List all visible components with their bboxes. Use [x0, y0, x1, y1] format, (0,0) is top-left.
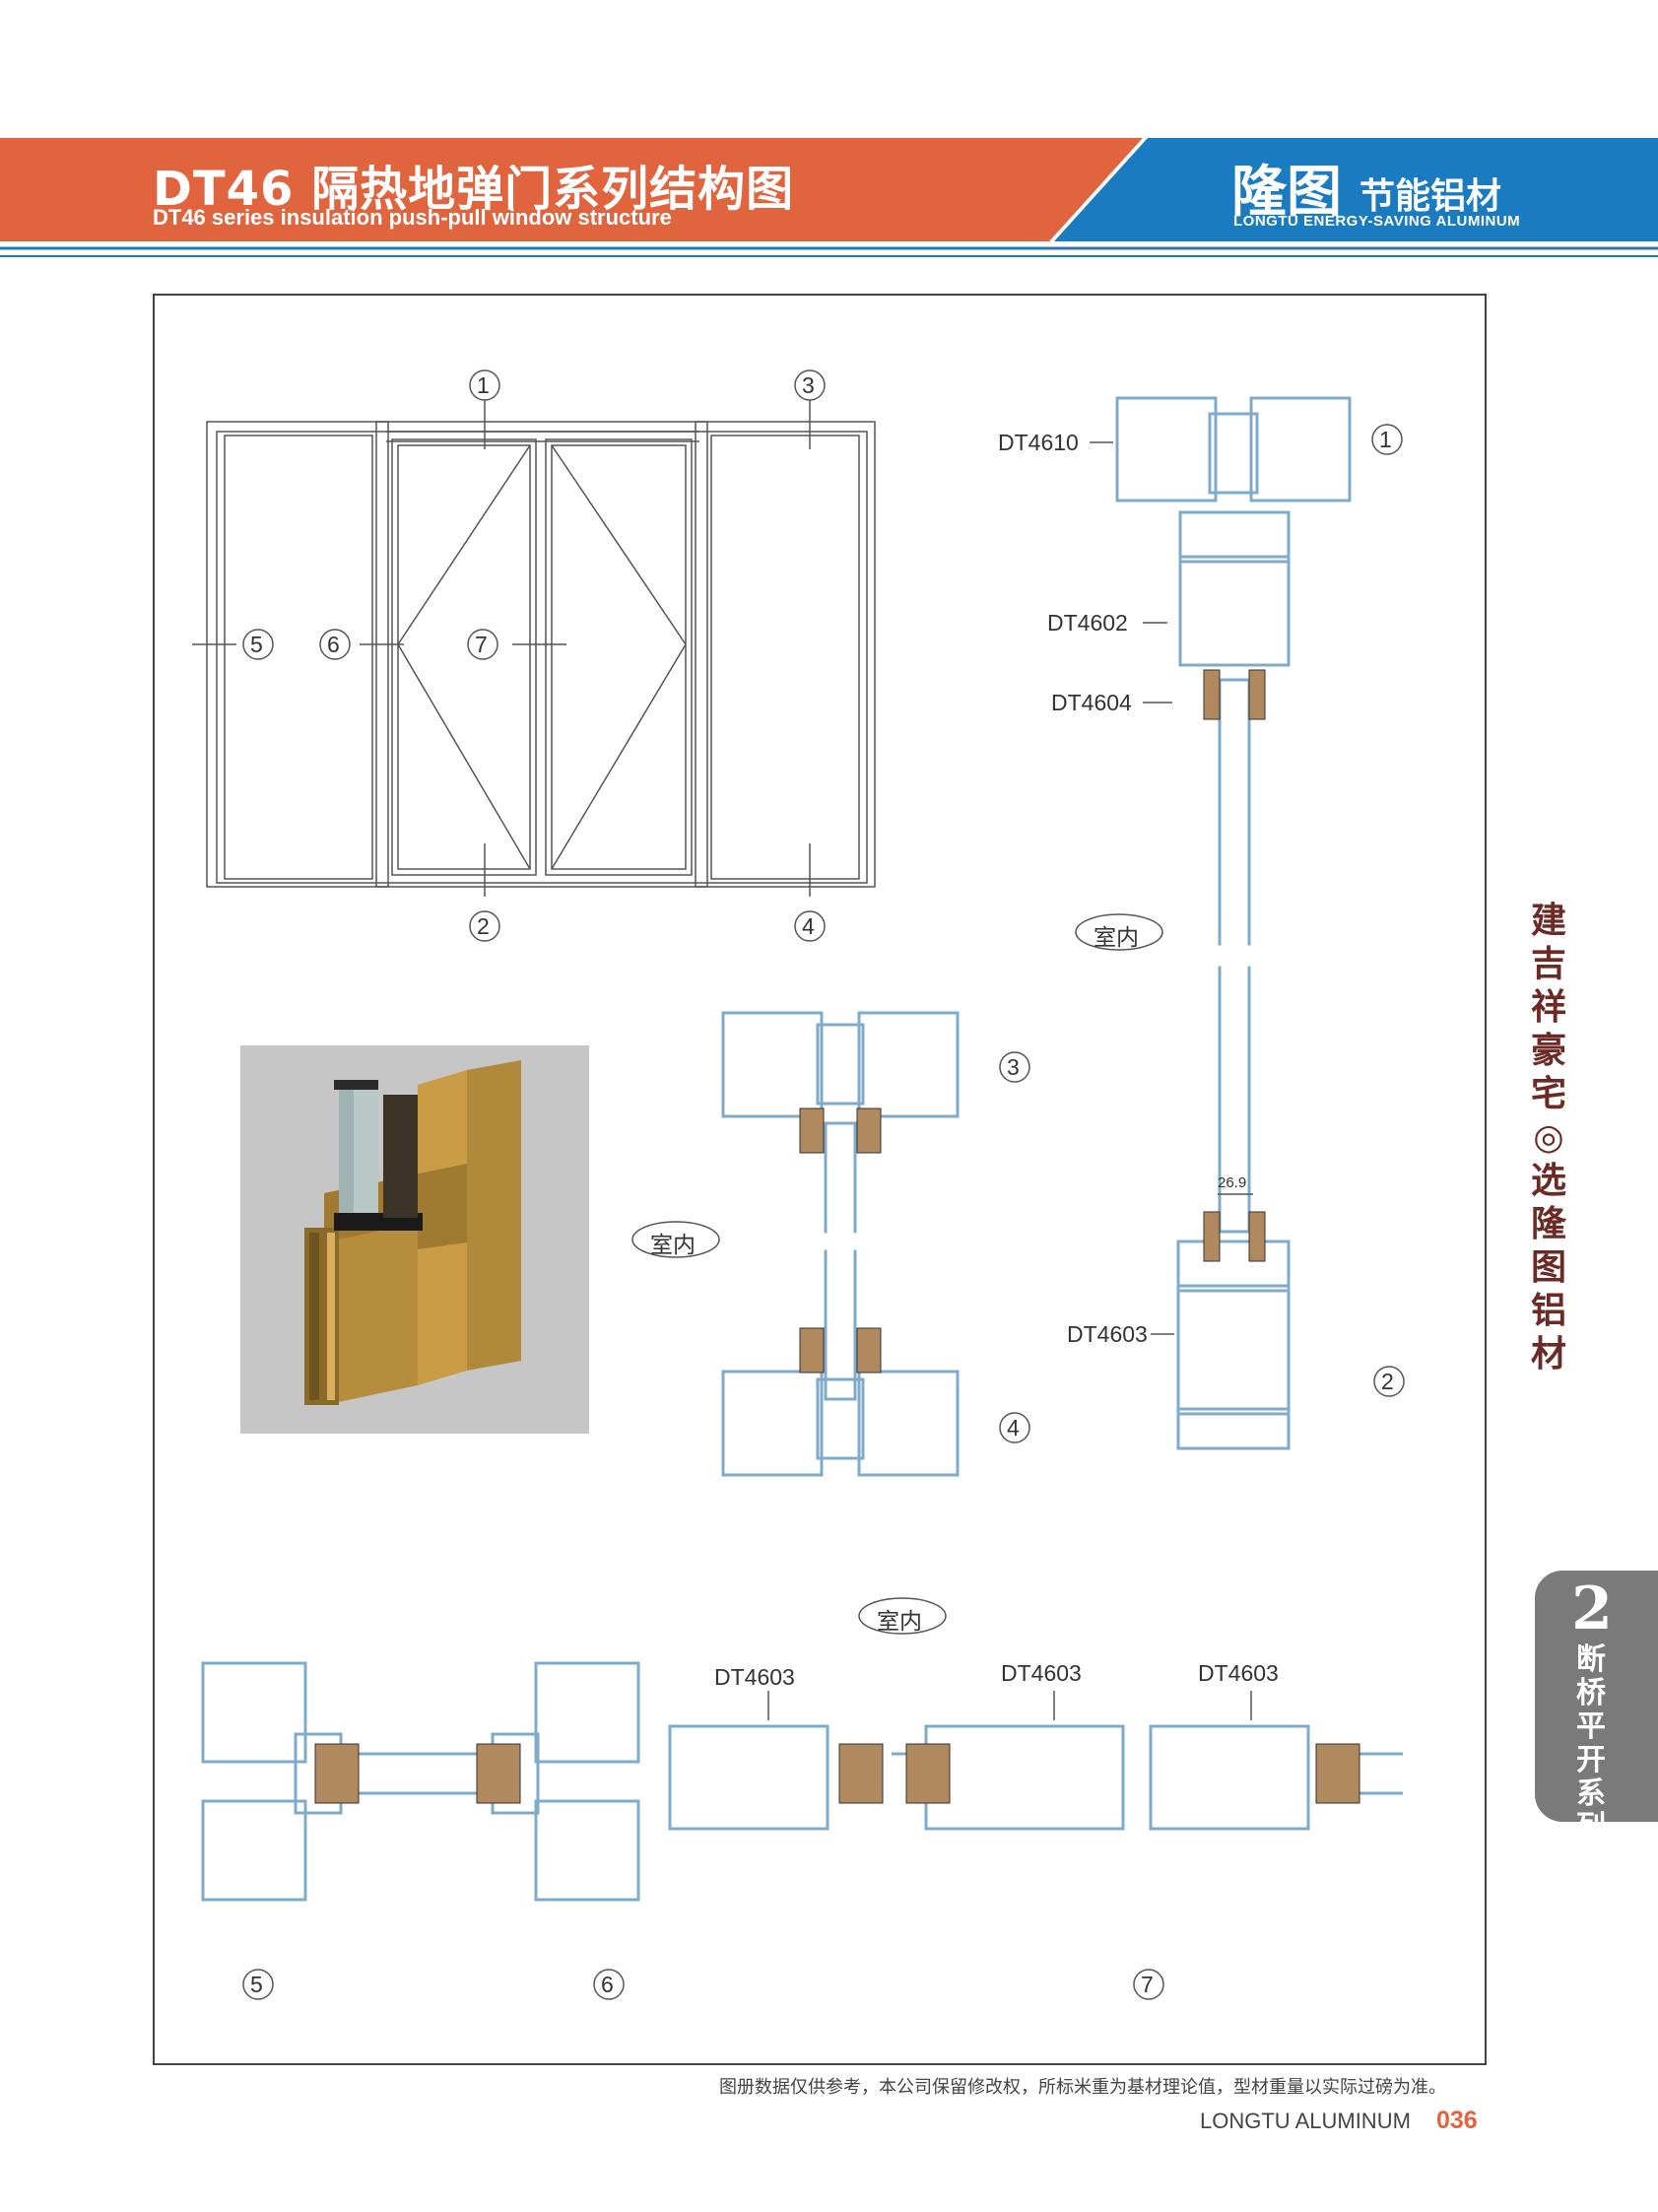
marker-2-section: 2	[1381, 1369, 1394, 1394]
drawing-frame	[153, 294, 1487, 2065]
mid-section	[721, 1011, 960, 1477]
vertical-section-leaders	[1090, 441, 1253, 1335]
profile-label-dt4603-vertical: DT4603	[1067, 1321, 1148, 1347]
profile-label-dt4610: DT4610	[998, 430, 1079, 455]
profile-label-dt4603-c: DT4603	[1198, 1660, 1279, 1686]
marker-4-section: 4	[1007, 1415, 1020, 1441]
profile-label-dt4603-b: DT4603	[1001, 1660, 1082, 1686]
footer-brand: LONGTU ALUMINUM	[1200, 2109, 1411, 2133]
profile-label-dt4603-a: DT4603	[714, 1664, 795, 1690]
dimension-label: 26.9	[1218, 1174, 1247, 1191]
marker-3-top: 3	[802, 372, 815, 398]
marker-4-bottom: 4	[802, 913, 815, 939]
brand-tagline: 节能铝材	[1360, 176, 1502, 217]
marker-6: 6	[327, 632, 340, 657]
elevation-markers	[242, 369, 826, 942]
section-tab-text: 断桥平开系列	[1576, 1642, 1606, 1844]
page-subtitle: DT46 series insulation push-pull window …	[153, 205, 672, 230]
door-elevation	[192, 400, 876, 897]
room-label-horizontal: 室内	[877, 1609, 922, 1635]
profile-render-image	[240, 1045, 589, 1434]
room-label-mid: 室内	[650, 1233, 696, 1258]
horizontal-section-leaders	[767, 1691, 1252, 1720]
brand-logo-text: 隆图	[1231, 160, 1342, 225]
section-tab-number: 2	[1571, 1575, 1613, 1643]
vertical-section-gaskets	[1203, 669, 1266, 1262]
room-label-vertical: 室内	[1094, 925, 1139, 951]
header-band	[0, 138, 1658, 257]
marker-5: 5	[250, 632, 263, 657]
profile-photo	[240, 1045, 589, 1434]
marker-1-section: 1	[1379, 427, 1392, 452]
horizontal-section-markers	[242, 1597, 1164, 2000]
horizontal-section-gaskets	[314, 1743, 1360, 1804]
marker-6-section: 6	[601, 1972, 614, 1997]
mid-section-markers	[631, 1051, 1030, 1443]
horizontal-section	[201, 1661, 1403, 1902]
marker-5-section: 5	[250, 1972, 263, 1997]
marker-7: 7	[475, 632, 488, 657]
profile-label-dt4602: DT4602	[1047, 610, 1128, 636]
marker-7-section: 7	[1141, 1972, 1154, 1997]
mid-section-gaskets	[799, 1107, 882, 1374]
section-tab	[1535, 1571, 1658, 1822]
page-title: DT46 隔热地弹门系列结构图	[153, 162, 795, 217]
brand-english: LONGTU ENERGY-SAVING ALUMINUM	[1233, 213, 1521, 230]
marker-2-bottom: 2	[477, 913, 490, 939]
marker-1-top: 1	[477, 372, 490, 398]
marker-3-section: 3	[1007, 1054, 1020, 1080]
page-number: 036	[1436, 2107, 1478, 2134]
side-slogan: 建吉祥豪宅◎选隆图铝材	[1530, 900, 1566, 1374]
profile-label-dt4604: DT4604	[1051, 690, 1132, 715]
vertical-section-markers	[1075, 424, 1405, 1397]
footer-note: 图册数据仅供参考，本公司保留修改权，所标米重为基材理论值，型材重量以实际过磅为准…	[719, 2077, 1446, 2098]
